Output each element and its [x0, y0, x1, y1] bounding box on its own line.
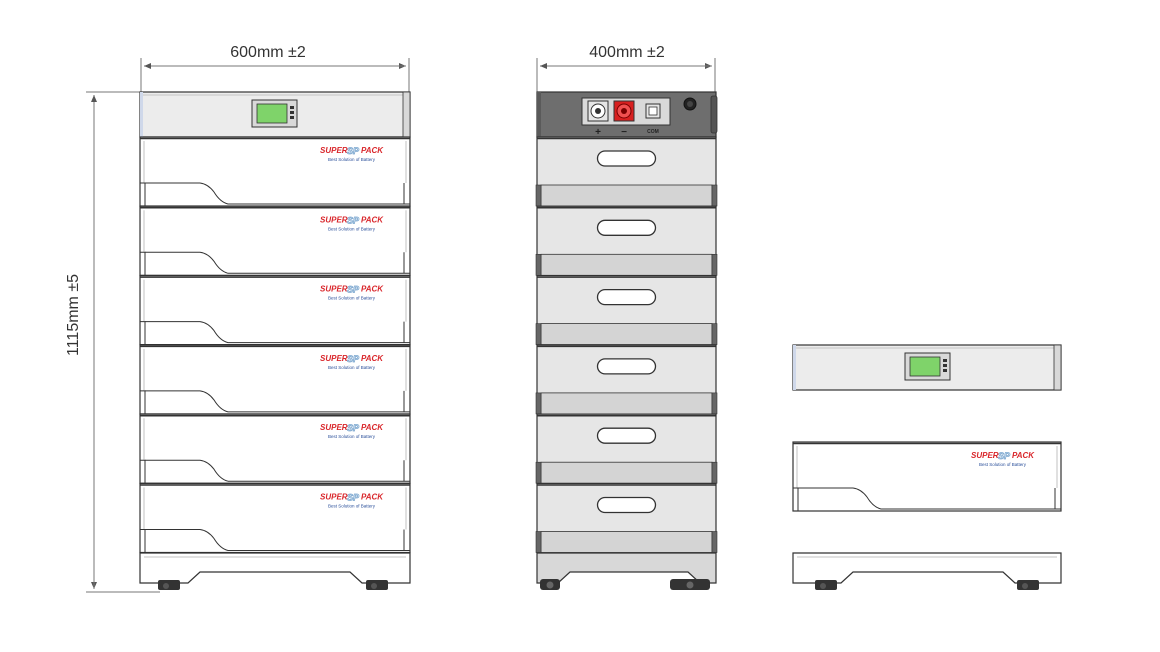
lcd-display	[904, 352, 951, 381]
comm-port-icon	[645, 103, 661, 119]
brand-tagline: Best Solution of Battery	[328, 296, 376, 301]
positive-label: +	[595, 127, 601, 138]
dimension-front-width: 600mm ±2	[140, 44, 410, 92]
brand-text-super: SUPER	[320, 354, 348, 363]
caster-wheel-left	[540, 579, 560, 590]
height-label: 1115mm ±5	[65, 274, 82, 356]
brand-text-super: SUPER	[971, 451, 999, 460]
caster-wheel-left	[815, 580, 837, 590]
brand-text-sp: SP	[347, 493, 360, 503]
terminal-panel	[581, 97, 671, 126]
brand-text-sp: SP	[347, 285, 360, 295]
caster-wheel-right	[670, 579, 710, 590]
brand-text-sp: SP	[347, 146, 360, 156]
carry-handle-icon	[596, 496, 657, 514]
caster-wheel-right	[366, 580, 388, 590]
brand-text-pack: PACK	[361, 493, 384, 502]
brand-tagline: Best Solution of Battery	[328, 157, 376, 162]
brand-tagline: Best Solution of Battery	[328, 504, 376, 509]
battery-module-side	[535, 413, 718, 484]
brand-text-super: SUPER	[320, 285, 348, 294]
side-base	[536, 552, 717, 590]
lcd-display	[251, 99, 298, 128]
negative-terminal-icon	[613, 100, 635, 122]
carry-handle-icon	[596, 288, 657, 306]
brand-text-pack: PACK	[361, 285, 384, 294]
brand-text-pack: PACK	[361, 354, 384, 363]
front-width-label: 600mm ±2	[230, 44, 306, 61]
side-width-label: 400mm ±2	[589, 44, 665, 61]
caster-wheel-left	[158, 580, 180, 590]
power-button-icon	[683, 97, 697, 111]
battery-module-side	[535, 344, 718, 415]
brand-text-pack: PACK	[361, 423, 384, 432]
exploded-top-box	[792, 344, 1062, 391]
battery-module-side	[535, 275, 718, 346]
comm-label: COM	[647, 129, 659, 135]
brand-text-pack: PACK	[361, 146, 384, 155]
brand-text-sp: SP	[347, 354, 360, 364]
carry-handle-icon	[596, 219, 657, 236]
brand-text-sp: SP	[347, 423, 360, 433]
brand-tagline: Best Solution of Battery	[328, 434, 376, 439]
brand-text-sp: SP	[347, 215, 360, 225]
brand-text-pack: PACK	[361, 215, 384, 224]
brand-text-super: SUPER	[320, 215, 348, 224]
caster-wheel-right	[1017, 580, 1039, 590]
brand-text-pack: PACK	[1012, 451, 1035, 460]
brand-text-super: SUPER	[320, 146, 348, 155]
dimension-height: 1115mm ±5	[65, 91, 160, 593]
brand-tagline: Best Solution of Battery	[979, 462, 1027, 467]
carry-handle-icon	[596, 150, 657, 167]
brand-text-super: SUPER	[320, 423, 348, 432]
battery-module-side	[535, 136, 718, 207]
front-top-box	[139, 91, 411, 138]
dimension-side-width: 400mm ±2	[536, 44, 716, 92]
front-base	[139, 552, 411, 590]
positive-terminal-icon	[587, 100, 609, 122]
brand-tagline: Best Solution of Battery	[328, 226, 376, 231]
battery-module-side	[535, 482, 718, 554]
negative-label: −	[621, 127, 627, 138]
brand-text-sp: SP	[998, 451, 1011, 461]
side-top-box: + − COM	[536, 91, 718, 138]
side-view: + − COM	[535, 91, 718, 590]
brand-tagline: Best Solution of Battery	[328, 365, 376, 370]
carry-handle-icon	[596, 427, 657, 444]
battery-module-side	[535, 205, 718, 276]
carry-handle-icon	[596, 358, 657, 375]
brand-text-super: SUPER	[320, 493, 348, 502]
exploded-base	[792, 552, 1062, 590]
